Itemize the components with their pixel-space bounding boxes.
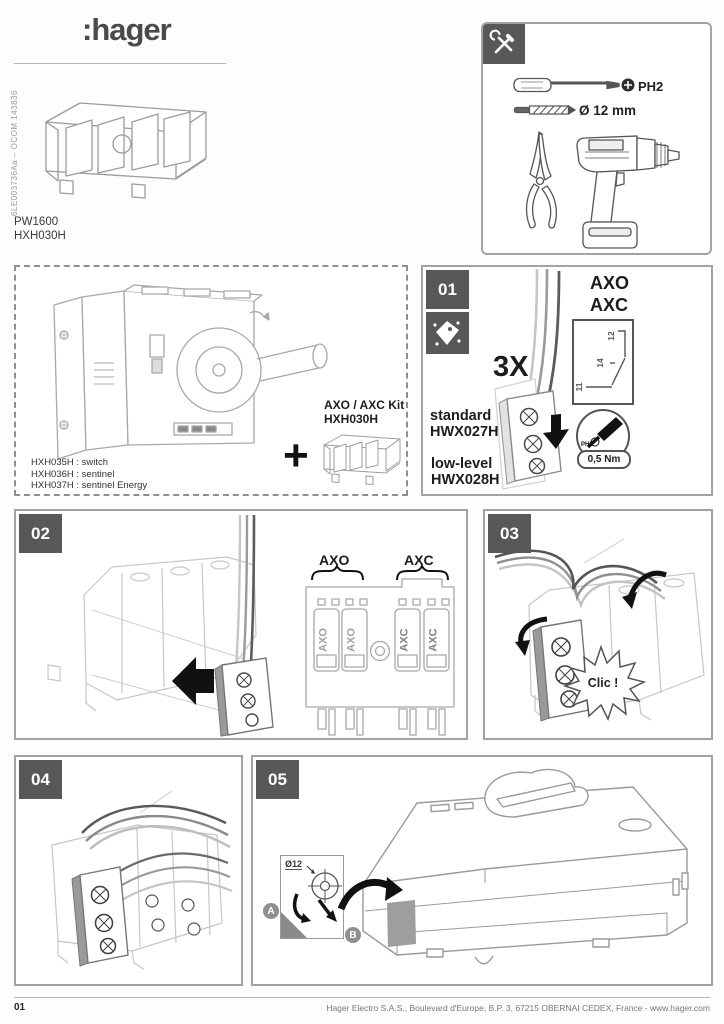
terminal-12: 12 bbox=[606, 331, 616, 341]
slot-label-axo-1: AXO bbox=[318, 628, 330, 652]
kit-reference-label: AXO / AXC Kit HXH030H bbox=[324, 398, 405, 426]
page-number: 01 bbox=[14, 1002, 26, 1013]
step-01-number: 01 bbox=[426, 270, 469, 309]
axc-label: AXC bbox=[590, 295, 629, 315]
slot-label-axc-2: AXC bbox=[428, 628, 440, 651]
product-line-art bbox=[45, 102, 207, 199]
step-01-panel: 01 AXO AXC 3X bbox=[421, 265, 713, 496]
screwdriver-icon bbox=[513, 77, 635, 93]
lowlevel-variant: low-level HWX028H bbox=[431, 456, 500, 488]
wire-routing-drawing: Clic ! bbox=[494, 538, 705, 722]
compatibility-list: HXH035H : switch HXH036H : sentinel HXH0… bbox=[31, 457, 147, 492]
manufacturer-address: Hager Electro S.A.S., Boulevard d'Europe… bbox=[326, 1003, 710, 1013]
schematic-lines: 12 14 11 bbox=[574, 330, 626, 392]
drill-bit-icon bbox=[513, 104, 577, 116]
drill-template-card: Ø12 bbox=[280, 855, 344, 939]
clic-label: Clic ! bbox=[588, 676, 619, 690]
standard-variant: standard HWX027H bbox=[430, 408, 499, 440]
hager-logo: :hager bbox=[82, 12, 172, 47]
switch-device-drawing bbox=[53, 284, 328, 460]
product-ref-2: HXH030H bbox=[14, 230, 66, 242]
insert-arrow bbox=[337, 877, 403, 911]
terminal-14: 14 bbox=[595, 358, 605, 368]
step-04-panel: 04 bbox=[14, 755, 243, 986]
step-03-panel: 03 Clic ! bbox=[483, 509, 713, 740]
step-03-number: 03 bbox=[488, 514, 531, 553]
axo-group-label: AXO bbox=[319, 552, 350, 568]
slot-label-axo-2: AXO bbox=[346, 628, 358, 652]
step-05-panel: 05 Ø12 bbox=[251, 755, 713, 986]
screwdriver-size-label: PH2 bbox=[638, 79, 664, 94]
step-04-number: 04 bbox=[19, 760, 62, 799]
drill-icon bbox=[576, 135, 680, 249]
marker-a: A bbox=[263, 903, 279, 919]
microswitch-wiring-drawing bbox=[494, 268, 569, 490]
torque-value: 0,5 Nm bbox=[577, 450, 631, 469]
step-02-number: 02 bbox=[19, 514, 62, 553]
plus-icon: + bbox=[283, 431, 309, 480]
kit-overview-panel: AXO / AXC Kit HXH030H + HXH035H : switch… bbox=[14, 265, 408, 496]
required-tools-panel: PH2 Ø 12 mm bbox=[481, 22, 712, 255]
terminal-11: 11 bbox=[574, 382, 584, 391]
microswitch-badge bbox=[426, 312, 469, 354]
axc-group-label: AXC bbox=[404, 552, 434, 568]
tools-badge bbox=[483, 24, 525, 64]
tools-icon bbox=[489, 29, 514, 54]
contact-type-labels: AXO AXC bbox=[590, 272, 629, 316]
peeled-corner bbox=[281, 912, 307, 938]
step-02-panel: 02 AXO AXC bbox=[14, 509, 468, 740]
terminal-block-front-view: AXO AXO AXC AXC bbox=[305, 563, 455, 736]
contact-schematic: 12 14 11 bbox=[572, 319, 634, 405]
microswitch-icon bbox=[433, 321, 461, 346]
slot-label-axc-1: AXC bbox=[399, 628, 411, 651]
axo-label: AXO bbox=[590, 273, 630, 293]
compat-item: HXH036H : sentinel bbox=[31, 468, 115, 480]
product-ref-1: PW1600 bbox=[14, 216, 59, 228]
compat-item: HXH037H : sentinel Energy bbox=[31, 480, 148, 491]
drill-diameter-label: Ø 12 mm bbox=[579, 103, 637, 118]
quantity-label: 3X bbox=[493, 351, 529, 383]
step-05-number: 05 bbox=[256, 760, 299, 799]
compat-item: HXH035H : switch bbox=[31, 457, 109, 468]
ph2-screwdriver-icon: PH2 bbox=[581, 417, 623, 449]
product-references: PW1600 HXH030H bbox=[14, 215, 66, 243]
document-reference: 6LE003736Aa – OCOM 143836 bbox=[10, 90, 19, 216]
enclosure-drawing bbox=[362, 768, 689, 965]
ph2-small-label: PH2 bbox=[581, 442, 593, 448]
insertion-drawing bbox=[47, 514, 274, 737]
header-divider bbox=[14, 63, 226, 64]
clic-starburst bbox=[562, 644, 647, 721]
marker-b: B bbox=[345, 927, 361, 943]
hole-diameter-label: Ø12 bbox=[285, 859, 303, 870]
footer-divider bbox=[14, 997, 710, 998]
drill-target-icon bbox=[306, 865, 342, 903]
aux-block-small-drawing bbox=[323, 434, 401, 485]
pliers-icon bbox=[525, 131, 558, 229]
all-wires-routed-drawing bbox=[51, 790, 233, 970]
